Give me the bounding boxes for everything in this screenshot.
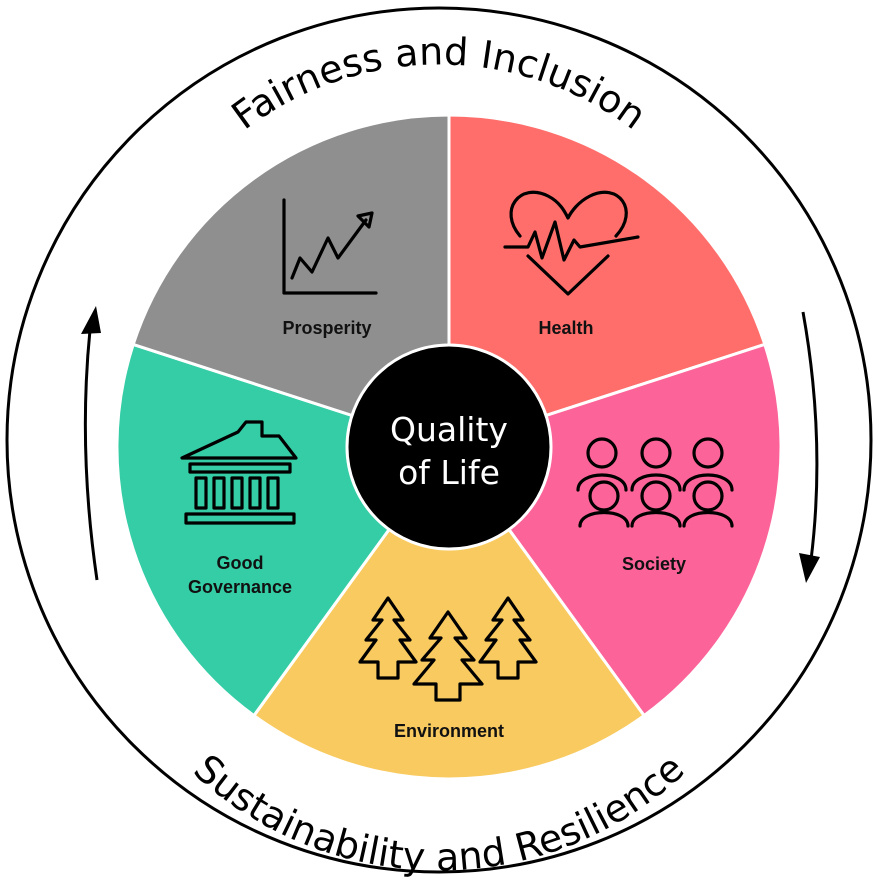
center-circle [345,343,553,551]
segment-label-prosperity: Prosperity [282,318,371,338]
segment-label-governance-line2: Governance [188,577,292,597]
center-line-1: Quality [390,410,508,449]
segment-label-society: Society [622,554,686,574]
segment-prosperity [447,113,767,450]
line-chart-arrow-icon [282,198,378,295]
center-line-2: of Life [398,453,500,492]
outer-ring [5,6,873,874]
segment-label-environment: Environment [394,721,504,741]
people-group-icon [576,437,734,528]
arrow-up-icon [81,306,101,581]
government-building-icon [180,420,298,525]
segment-label-health: Health [538,318,593,338]
heartbeat-icon [503,190,640,296]
segment-label-governance-line1: Good [217,553,264,573]
pine-trees-icon [358,596,538,702]
arrow-down-icon [799,311,820,583]
segment-governance [131,113,451,450]
